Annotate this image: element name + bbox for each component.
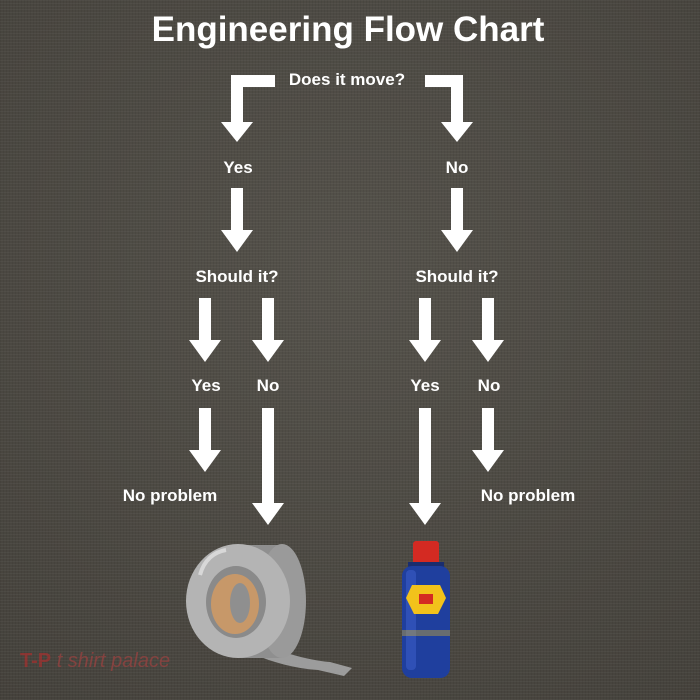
right-yes-label: Yes — [410, 376, 440, 395]
arrow-no-to-should — [441, 188, 473, 252]
arrow-right-should-to-no — [472, 298, 504, 362]
left-answer: Yes — [223, 158, 253, 177]
lubricant-can-icon — [402, 541, 450, 678]
left-question: Should it? — [195, 267, 279, 286]
arrow-yes-to-should — [221, 188, 253, 252]
arrow-root-to-yes — [221, 75, 275, 142]
page-title: Engineering Flow Chart — [151, 10, 545, 49]
watermark-text: t shirt palace — [56, 650, 171, 672]
root-question: Does it move? — [288, 70, 406, 89]
arrow-right-no-to-outcome — [472, 408, 504, 472]
arrow-left-yes-to-outcome — [189, 408, 221, 472]
right-question: Should it? — [415, 267, 499, 286]
right-answer: No — [445, 158, 469, 177]
watermark: T-P t shirt palace — [20, 650, 170, 673]
arrow-right-yes-to-can — [409, 408, 441, 525]
arrow-left-no-to-tape — [252, 408, 284, 525]
right-outcome: No problem — [480, 486, 576, 505]
left-outcome: No problem — [122, 486, 218, 505]
arrow-left-should-to-yes — [189, 298, 221, 362]
duct-tape-icon — [186, 544, 352, 676]
left-no-label: No — [256, 376, 280, 395]
arrow-right-should-to-yes — [409, 298, 441, 362]
arrow-root-to-no — [425, 75, 473, 142]
watermark-logo: T-P — [20, 650, 52, 672]
right-no-label: No — [477, 376, 501, 395]
left-yes-label: Yes — [191, 376, 221, 395]
arrow-left-should-to-no — [252, 298, 284, 362]
